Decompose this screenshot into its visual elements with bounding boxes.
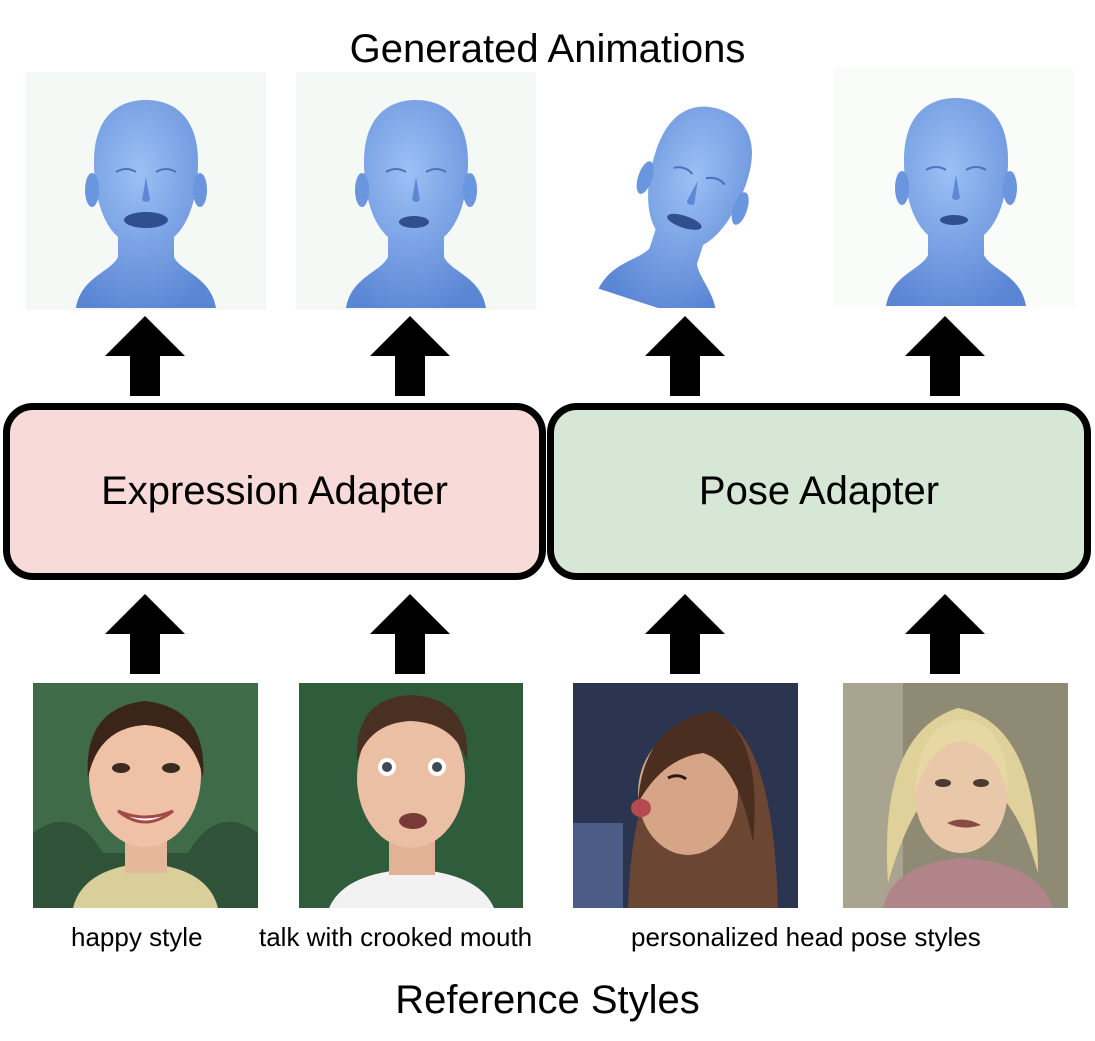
reference-photo-pose-woman-1 [573,683,798,908]
arrow-up-icon [370,594,450,674]
caption-crooked-mouth: talk with crooked mouth [259,922,533,952]
arrow-up-icon [370,316,450,396]
generated-animations-title: Generated Animations [349,27,746,71]
arrow-up-icon [105,316,185,396]
generated-head-crooked-mouth [296,72,536,310]
caption-happy-style: happy style [71,922,203,952]
arrow-up-icon [905,316,985,396]
arrow-up-icon [645,316,725,396]
caption-head-pose-styles: personalized head pose styles [631,922,981,952]
generated-head-pose-style [834,68,1074,306]
reference-photo-crooked-mouth-man [299,683,523,908]
reference-photo-happy-woman [33,683,258,908]
arrow-up-icon [905,594,985,674]
expression-adapter-label: Expression Adapter [101,469,448,513]
arrow-up-icon [645,594,725,674]
arrow-up-icon [105,594,185,674]
generated-head-tilted-pose [566,72,806,310]
pose-adapter-box: Pose Adapter [547,403,1091,580]
generated-head-neutral-smile [26,72,266,310]
pose-adapter-label: Pose Adapter [698,469,940,513]
expression-adapter-box: Expression Adapter [3,403,546,580]
reference-styles-title: Reference Styles [395,978,700,1022]
reference-photo-pose-woman-2 [843,683,1068,908]
